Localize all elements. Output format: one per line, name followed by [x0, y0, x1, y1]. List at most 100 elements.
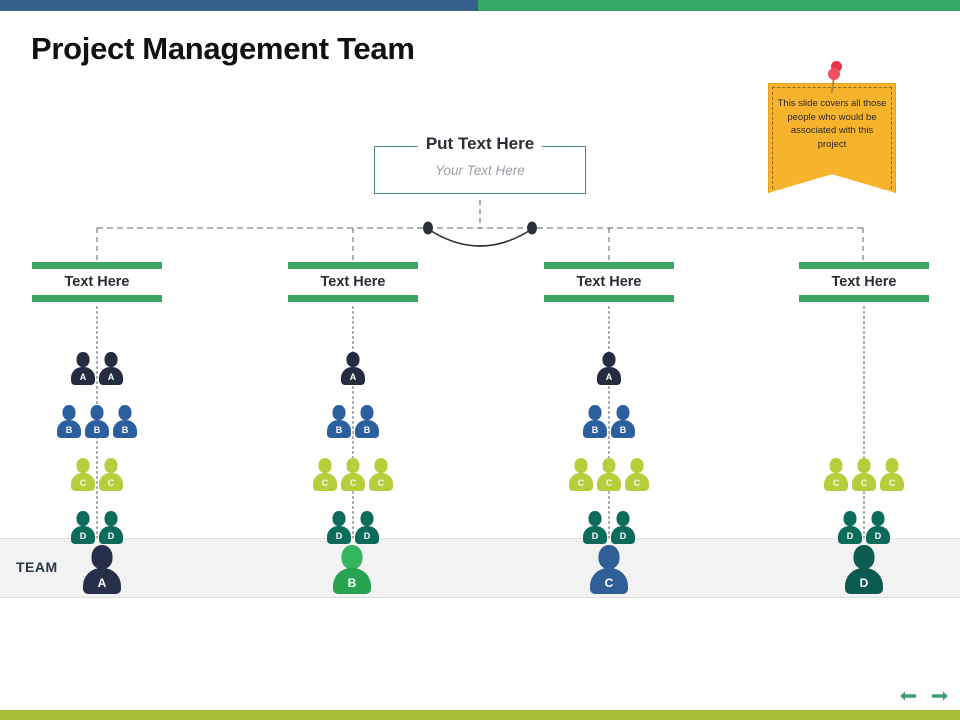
pushpin-icon — [826, 61, 848, 93]
sticky-note-text: This slide covers all those people who w… — [777, 98, 887, 150]
person-icon-b: B — [326, 405, 352, 439]
person-body — [83, 568, 121, 594]
person-tag: C — [832, 478, 840, 488]
person-body — [355, 420, 379, 438]
person-head — [616, 511, 630, 526]
person-tag: B — [591, 425, 599, 435]
header-text-box[interactable]: Put Text Here Your Text Here — [374, 134, 586, 194]
column-header-label: Text Here — [64, 274, 130, 290]
person-body — [369, 473, 393, 491]
team-legend-person-c: C — [587, 545, 631, 594]
person-icon-c: C — [368, 458, 394, 492]
column-header-bar-bottom — [288, 295, 418, 302]
person-tag: D — [859, 576, 869, 590]
person-icon-b: B — [56, 405, 82, 439]
sticky-note: This slide covers all those people who w… — [768, 61, 896, 193]
person-body — [85, 420, 109, 438]
person-head — [332, 405, 346, 420]
person-body — [824, 473, 848, 491]
page-title: Project Management Team — [31, 31, 415, 66]
team-legend-person-a: A — [80, 545, 124, 594]
person-head — [76, 352, 90, 367]
person-tag: B — [121, 425, 129, 435]
person-head — [843, 511, 857, 526]
column-header-4[interactable]: Text Here — [799, 262, 929, 302]
person-head — [360, 511, 374, 526]
person-body — [597, 473, 621, 491]
person-icon-d: D — [354, 511, 380, 545]
person-icon-c: C — [879, 458, 905, 492]
team-legend-person-b: B — [330, 545, 374, 594]
person-body — [341, 473, 365, 491]
column-header-bar-top — [544, 262, 674, 269]
person-head — [871, 511, 885, 526]
person-body — [880, 473, 904, 491]
person-icon-c: C — [312, 458, 338, 492]
column-header-label: Text Here — [320, 274, 386, 290]
person-body — [583, 420, 607, 438]
person-tag: C — [888, 478, 896, 488]
column-header-bar-bottom — [32, 295, 162, 302]
person-icon-c: C — [340, 458, 366, 492]
person-body — [845, 568, 883, 594]
person-tag: C — [321, 478, 329, 488]
column-header-bar-bottom — [544, 295, 674, 302]
person-icon-a: A — [340, 352, 366, 386]
person-icon-c: C — [624, 458, 650, 492]
person-body — [99, 367, 123, 385]
person-tag: B — [65, 425, 73, 435]
person-body — [866, 526, 890, 544]
person-icon-b: B — [354, 405, 380, 439]
person-body — [569, 473, 593, 491]
person-tag: C — [604, 576, 614, 590]
column-header-bar-top — [32, 262, 162, 269]
person-body — [71, 473, 95, 491]
person-head — [104, 511, 118, 526]
arrow-right-icon[interactable] — [931, 690, 948, 702]
decorative-arc — [427, 228, 533, 247]
person-body — [333, 568, 371, 594]
person-icon-d: D — [865, 511, 891, 545]
arc-dot-right — [527, 221, 537, 235]
person-head — [118, 405, 132, 420]
person-head — [885, 458, 899, 473]
team-legend-person-d: D — [842, 545, 886, 594]
person-head — [341, 545, 363, 569]
header-box-title: Put Text Here — [417, 134, 543, 154]
person-tag: D — [79, 531, 87, 541]
person-body — [625, 473, 649, 491]
person-head — [76, 511, 90, 526]
column-header-2[interactable]: Text Here — [288, 262, 418, 302]
person-body — [341, 367, 365, 385]
person-icon-d: D — [326, 511, 352, 545]
person-tag: D — [363, 531, 371, 541]
person-tag: C — [633, 478, 641, 488]
person-head — [616, 405, 630, 420]
person-tag: C — [577, 478, 585, 488]
people-row-a: A — [544, 352, 674, 405]
person-head — [598, 545, 620, 569]
team-legend-label: TEAM — [16, 559, 58, 575]
column-header-bar-top — [288, 262, 418, 269]
column-header-bar-bottom — [799, 295, 929, 302]
column-header-3[interactable]: Text Here — [544, 262, 674, 302]
arrow-left-icon[interactable] — [900, 690, 917, 702]
person-icon-a: A — [596, 352, 622, 386]
person-tag: C — [605, 478, 613, 488]
person-head — [90, 405, 104, 420]
column-header-1[interactable]: Text Here — [32, 262, 162, 302]
column-header-label: Text Here — [576, 274, 642, 290]
slide-navigation[interactable] — [900, 690, 948, 702]
person-head — [588, 405, 602, 420]
person-tag: D — [591, 531, 599, 541]
